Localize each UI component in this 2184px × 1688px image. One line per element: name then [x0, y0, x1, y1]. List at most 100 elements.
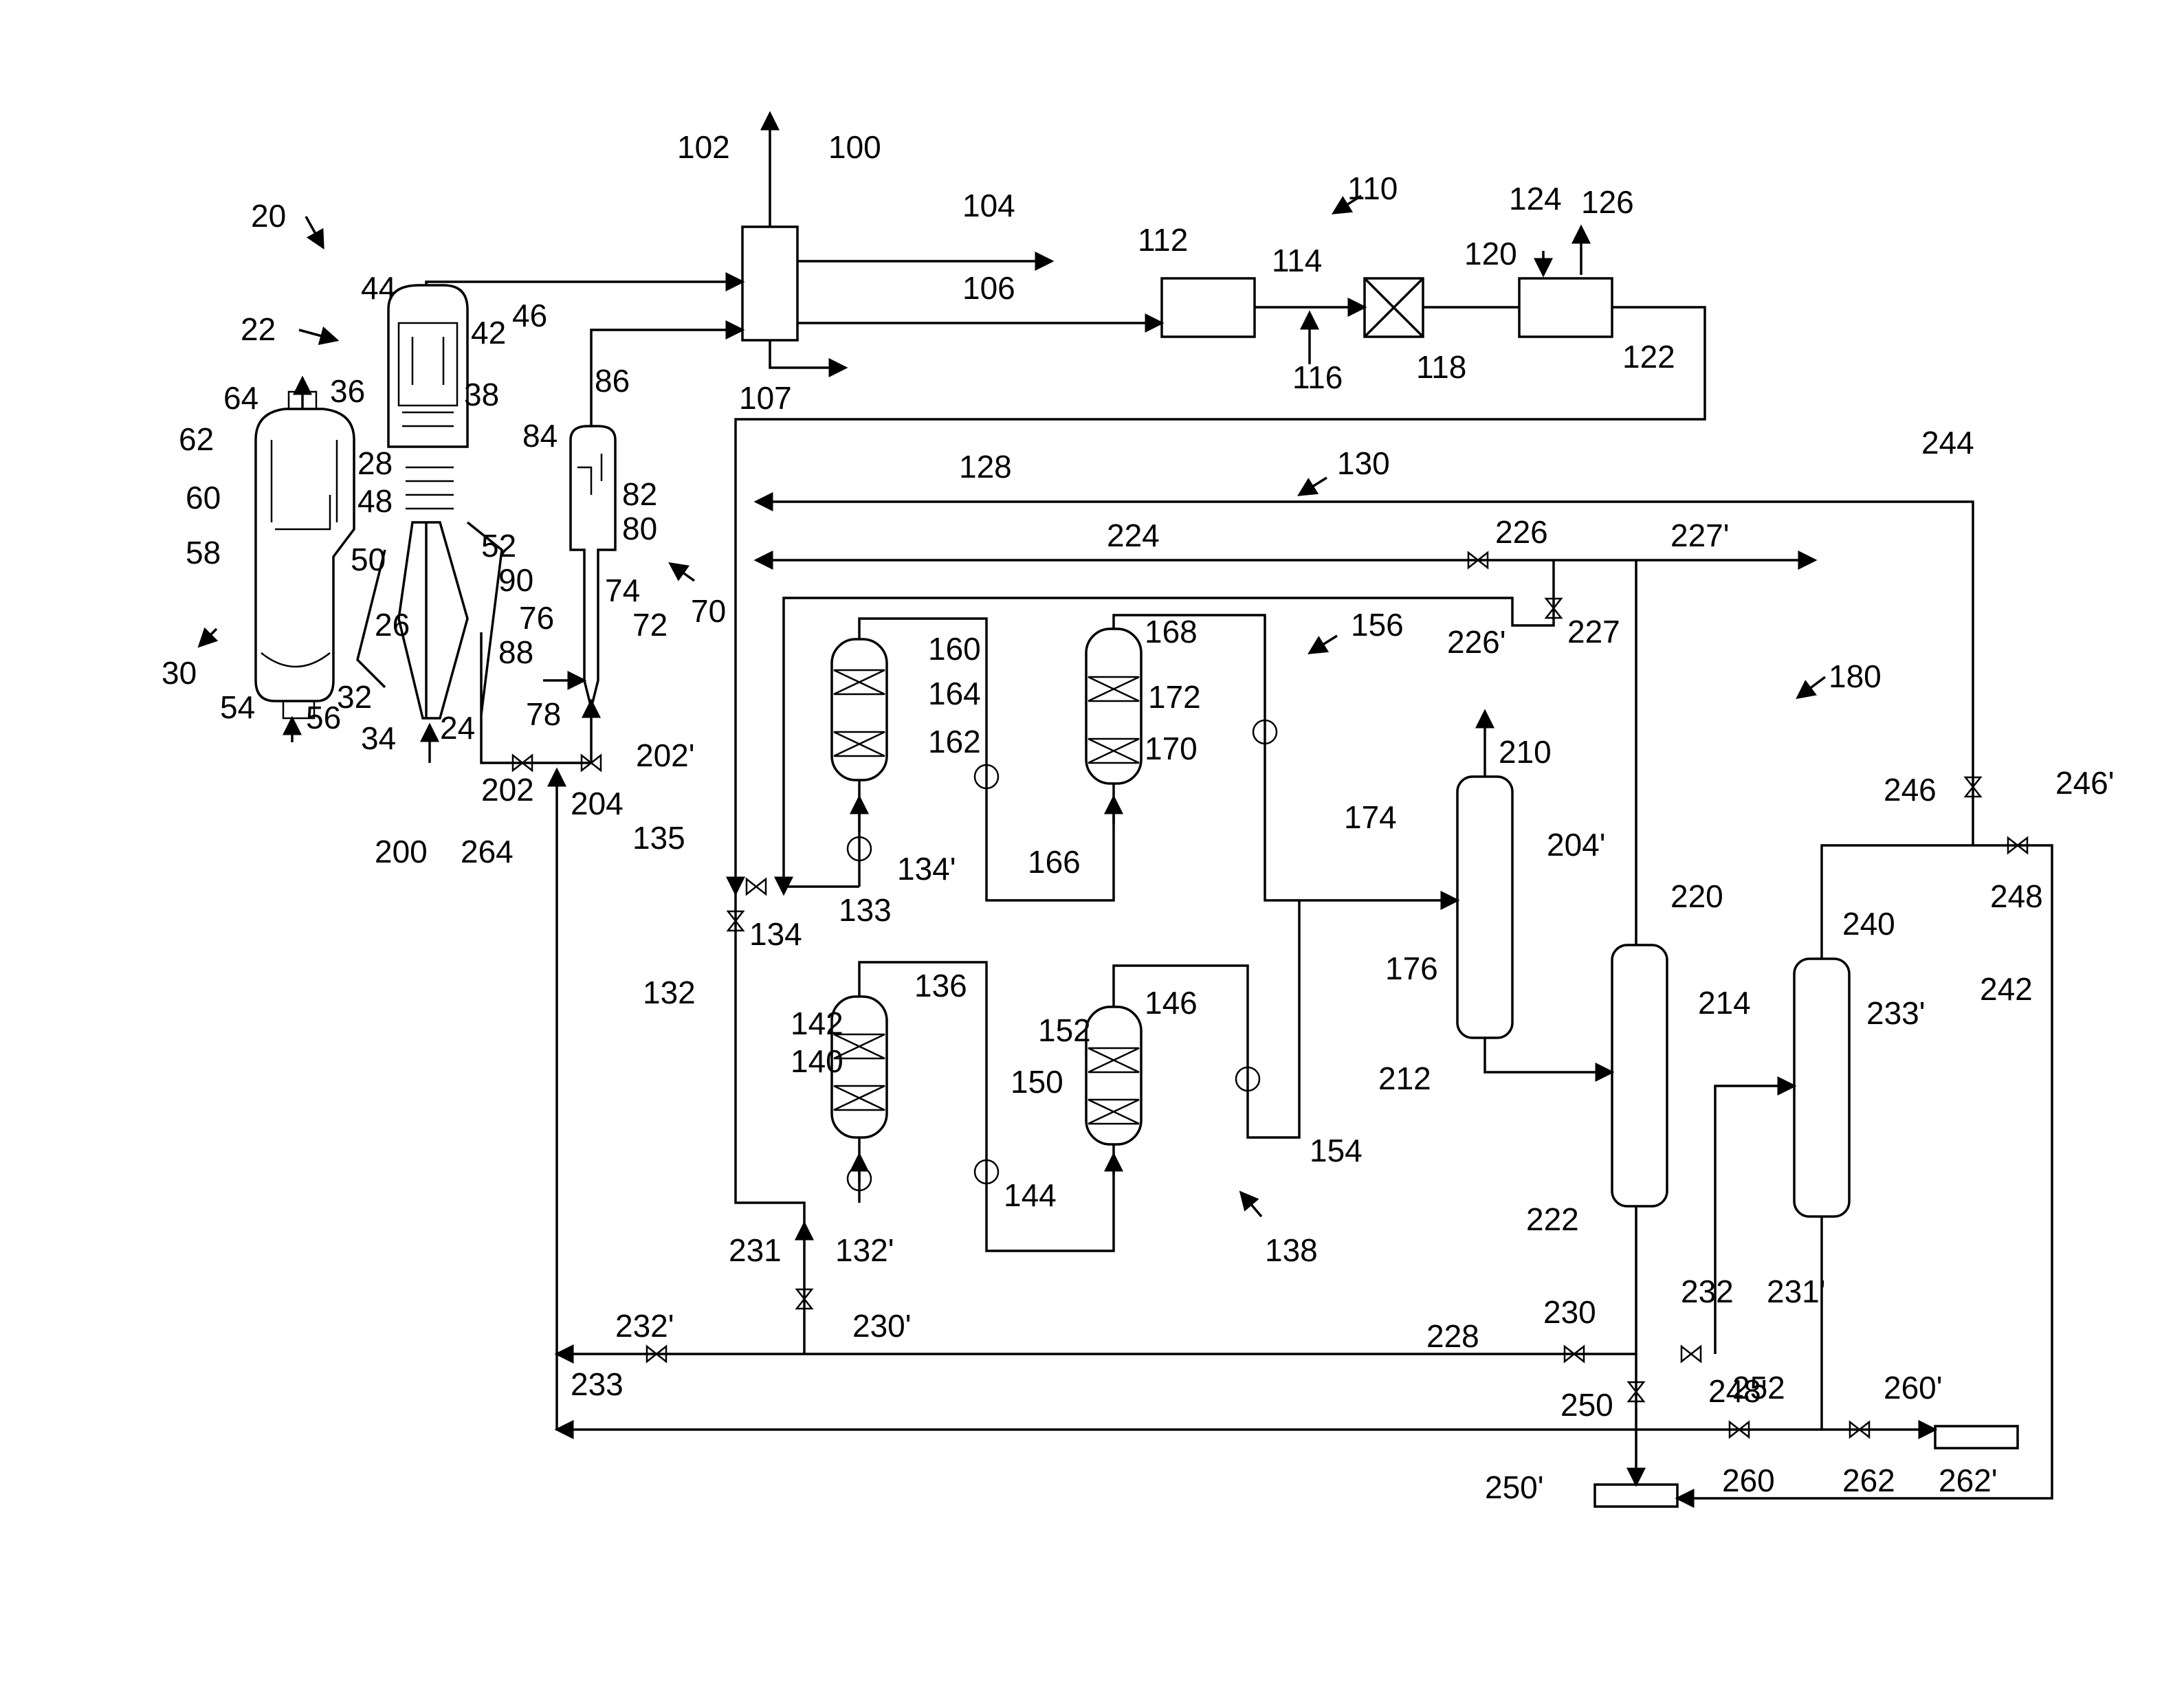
tank-264	[1935, 1426, 2018, 1448]
ref-numeral: 26	[375, 607, 410, 643]
ref-numeral: 46	[512, 298, 547, 333]
ref-numeral: 200	[375, 834, 428, 869]
ref-numeral: 56	[306, 700, 341, 735]
ref-numeral: 114	[1272, 243, 1322, 278]
ref-numeral: 202'	[636, 737, 695, 773]
ref-numeral: 246	[1884, 772, 1937, 808]
ref-numeral: 107	[739, 380, 792, 416]
ref-numeral: 64	[223, 380, 258, 416]
ref-numeral: 120	[1464, 236, 1517, 271]
ref-numeral: 124	[1509, 181, 1562, 216]
ref-numeral: 78	[526, 696, 561, 732]
ref-numeral: 76	[519, 600, 554, 636]
ref-numeral: 86	[595, 363, 630, 399]
ref-numeral: 240	[1842, 906, 1895, 942]
unit-122	[1519, 278, 1612, 337]
ref-numeral: 84	[522, 418, 558, 454]
ref-numeral: 176	[1385, 951, 1438, 986]
ref-numeral: 112	[1138, 222, 1188, 258]
ref-numeral: 260'	[1884, 1370, 1943, 1406]
ref-numeral: 166	[1028, 844, 1081, 880]
ref-numeral: 133	[839, 892, 892, 928]
ref-numeral: 250	[1560, 1387, 1613, 1423]
ref-numeral: 106	[962, 270, 1015, 306]
ref-numeral: 172	[1148, 679, 1201, 715]
ref-numeral: 44	[361, 270, 396, 306]
valve-icon	[1681, 1346, 1701, 1362]
ref-numeral: 90	[498, 562, 533, 598]
ref-numeral: 134'	[897, 851, 956, 887]
ref-numeral: 132'	[835, 1232, 894, 1268]
ref-numeral: 130	[1337, 445, 1390, 481]
ref-numeral: 136	[914, 968, 967, 1003]
ref-numeral: 102	[677, 129, 730, 165]
column-240	[1794, 959, 1849, 1217]
ref-numeral: 60	[186, 480, 221, 515]
ref-numeral: 156	[1351, 607, 1404, 643]
ref-numeral: 222	[1526, 1201, 1579, 1237]
ref-numeral: 42	[471, 315, 506, 351]
ref-numeral: 22	[241, 311, 276, 347]
ref-numeral: 58	[186, 535, 221, 570]
ref-numeral: 134	[749, 916, 802, 952]
ref-numeral: 174	[1344, 799, 1397, 835]
ref-numeral: 248	[1990, 878, 2043, 914]
ref-numeral: 226	[1495, 514, 1548, 550]
ref-numeral: 144	[1004, 1177, 1057, 1213]
ref-numeral: 118	[1416, 349, 1466, 385]
ref-numeral: 224	[1107, 518, 1160, 553]
ref-numeral: 20	[251, 198, 286, 234]
ref-numeral: 126	[1581, 184, 1634, 220]
ref-numeral: 24	[440, 710, 475, 746]
ref-numeral: 210	[1499, 734, 1552, 770]
ref-numeral: 180	[1829, 658, 1882, 694]
ref-numeral: 116	[1292, 359, 1343, 395]
ref-numeral: 227'	[1670, 518, 1730, 553]
ref-numeral: 204'	[1547, 827, 1606, 863]
ref-numeral: 164	[928, 676, 981, 711]
ref-numeral: 50	[351, 542, 386, 577]
ref-numeral: 228	[1426, 1318, 1479, 1354]
ref-numeral: 168	[1145, 614, 1198, 649]
ref-numeral: 72	[632, 607, 668, 643]
ref-numeral: 30	[162, 655, 197, 691]
ref-numeral: 232	[1681, 1274, 1734, 1309]
ref-numeral: 34	[361, 720, 396, 756]
ref-numeral: 146	[1145, 985, 1198, 1021]
ref-numeral: 48	[357, 483, 393, 519]
ref-numeral: 142	[791, 1006, 843, 1041]
ref-numeral: 62	[179, 421, 214, 457]
ref-numeral: 32	[337, 679, 372, 715]
ref-numeral: 230'	[852, 1308, 912, 1344]
ref-numeral: 170	[1145, 731, 1198, 766]
ref-numeral: 138	[1265, 1232, 1318, 1268]
ref-numeral: 202	[481, 772, 534, 808]
ref-numeral: 214	[1698, 985, 1751, 1021]
column-220	[1612, 945, 1667, 1206]
ref-numeral: 88	[498, 634, 533, 670]
ref-numeral: 212	[1378, 1060, 1431, 1096]
ref-numeral: 135	[632, 820, 685, 856]
ref-numeral: 132	[643, 975, 696, 1010]
column-210	[1457, 777, 1512, 1038]
ref-numeral: 246'	[2055, 765, 2115, 801]
ref-numeral: 233'	[1866, 995, 1926, 1031]
ref-numeral: 150	[1011, 1064, 1063, 1100]
ref-numeral: 233	[571, 1366, 624, 1402]
ref-numeral: 54	[220, 689, 255, 725]
ref-numeral: 242	[1980, 971, 2033, 1007]
ref-numeral: 226'	[1447, 624, 1506, 660]
heat-exchanger-icons	[848, 720, 1277, 1190]
ref-numeral: 264	[461, 834, 514, 869]
ref-numeral: 160	[928, 631, 981, 667]
ref-numeral: 260	[1722, 1463, 1775, 1498]
ref-numeral: 230	[1543, 1294, 1596, 1330]
reactor-162	[832, 639, 887, 780]
ref-numeral: 152	[1038, 1012, 1091, 1048]
ref-numeral: 104	[962, 188, 1015, 223]
ref-numeral: 231'	[1767, 1274, 1826, 1309]
ref-numeral: 38	[464, 377, 499, 412]
unit-112	[1162, 278, 1255, 337]
